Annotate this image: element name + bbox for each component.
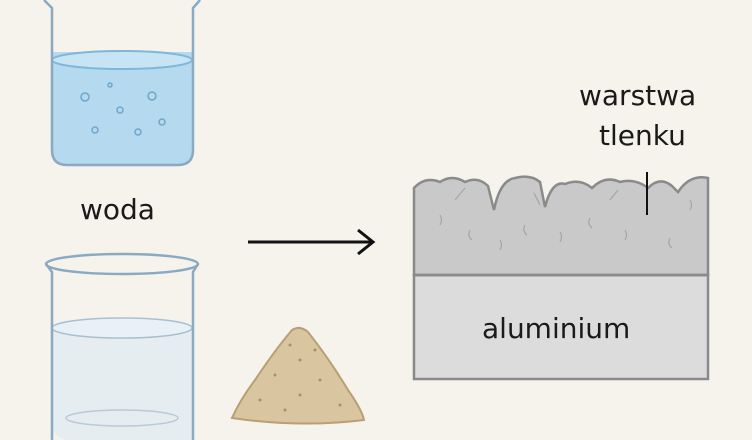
empty-beaker [44, 252, 200, 440]
beaker-with-water [43, 0, 201, 167]
aluminium-block [412, 172, 710, 381]
oxide-layer-label-line2: tlenku [599, 119, 686, 152]
arrow-icon [248, 228, 376, 256]
oxide-layer-label-line1: warstwa [579, 79, 697, 112]
oxide-layer [412, 175, 710, 277]
aluminium-label: aluminium [482, 312, 631, 345]
water-label: woda [80, 193, 155, 226]
sand-pile [230, 326, 366, 425]
